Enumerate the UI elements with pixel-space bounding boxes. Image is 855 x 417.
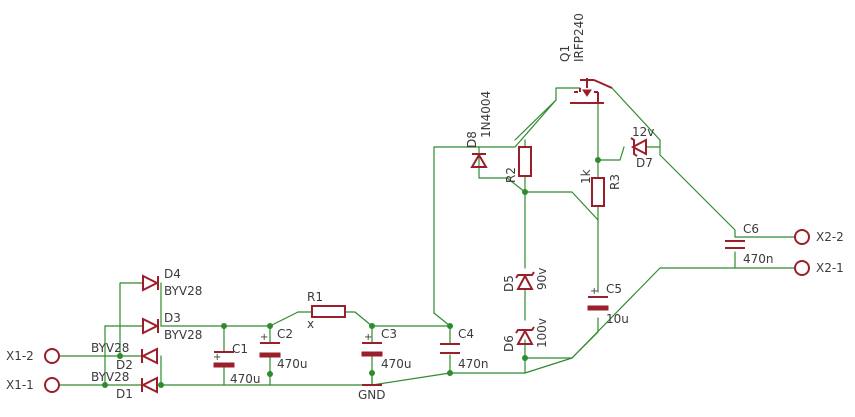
svg-text:D4: D4: [164, 267, 181, 281]
capacitor-c1: + C1 470u: [213, 342, 261, 386]
svg-text:+: +: [590, 286, 598, 297]
resistor-r2: R2: [504, 146, 532, 183]
mosfet-q1: Q1 IRFP240: [558, 13, 613, 104]
diode-d3: D3 BYV28: [142, 311, 202, 342]
svg-text:R1: R1: [307, 290, 323, 304]
svg-text:R2: R2: [504, 167, 518, 183]
svg-text:C5: C5: [606, 282, 622, 296]
svg-text:C1: C1: [232, 342, 248, 356]
junctions: [102, 157, 601, 388]
svg-text:D8: D8: [465, 131, 479, 148]
svg-text:x: x: [307, 317, 314, 331]
connector-x1-2[interactable]: X1-2: [6, 348, 60, 364]
svg-text:BYV28: BYV28: [164, 284, 202, 298]
svg-text:470u: 470u: [230, 372, 261, 386]
ground-symbol: GND: [358, 384, 386, 402]
capacitor-c5: + C5 10u: [587, 282, 629, 326]
zener-d6: D6 100v: [502, 318, 549, 352]
svg-text:IRFP240: IRFP240: [572, 13, 586, 62]
wires: [59, 87, 796, 386]
svg-text:D5: D5: [502, 275, 516, 292]
svg-text:Q1: Q1: [558, 45, 572, 62]
svg-text:+: +: [260, 332, 268, 343]
svg-text:R3: R3: [608, 174, 622, 190]
svg-text:X1-2: X1-2: [6, 349, 34, 363]
svg-text:BYV28: BYV28: [91, 370, 129, 384]
connector-x2-1[interactable]: X2-1: [794, 260, 844, 276]
svg-text:12v: 12v: [632, 125, 654, 139]
svg-text:X2-2: X2-2: [816, 230, 844, 244]
svg-text:10u: 10u: [606, 312, 629, 326]
svg-text:X2-1: X2-1: [816, 261, 844, 275]
diode-d1: BYV28 D1: [91, 370, 158, 401]
zener-d5: D5 90v: [502, 268, 549, 292]
svg-text:BYV28: BYV28: [164, 328, 202, 342]
svg-text:470n: 470n: [458, 357, 489, 371]
capacitor-c2: + C2 470u: [259, 327, 308, 371]
zener-d7: 12v D7: [630, 125, 654, 170]
svg-text:C2: C2: [277, 327, 293, 341]
resistor-r1: R1 x: [307, 290, 346, 331]
svg-text:D6: D6: [502, 335, 516, 352]
svg-text:90v: 90v: [535, 268, 549, 290]
svg-text:C6: C6: [743, 222, 759, 236]
svg-text:470n: 470n: [743, 252, 774, 266]
svg-text:470u: 470u: [381, 357, 412, 371]
svg-text:D2: D2: [116, 358, 133, 372]
capacitor-c3: + C3 470u: [361, 327, 412, 371]
capacitor-c4: C4 470n: [440, 327, 489, 371]
svg-text:1N4004: 1N4004: [479, 91, 493, 138]
svg-text:GND: GND: [358, 388, 386, 402]
diode-d2: BYV28 D2: [91, 341, 158, 372]
svg-text:BYV28: BYV28: [91, 341, 129, 355]
svg-text:C3: C3: [381, 327, 397, 341]
svg-text:+: +: [364, 332, 372, 343]
svg-text:D3: D3: [164, 311, 181, 325]
svg-text:C4: C4: [458, 327, 474, 341]
svg-text:100v: 100v: [535, 318, 549, 348]
svg-text:D1: D1: [116, 387, 133, 401]
resistor-r3: R3 1k: [579, 169, 622, 207]
svg-text:470u: 470u: [277, 357, 308, 371]
svg-text:D7: D7: [636, 156, 653, 170]
diode-d8: D8 1N4004: [465, 91, 493, 168]
connector-x2-2[interactable]: X2-2: [794, 229, 844, 245]
connector-x1-1[interactable]: X1-1: [6, 377, 60, 393]
diode-d4: D4 BYV28: [142, 267, 202, 298]
svg-text:1k: 1k: [579, 169, 593, 184]
svg-text:X1-1: X1-1: [6, 378, 34, 392]
capacitor-c6: C6 470n: [725, 222, 774, 266]
svg-text:+: +: [213, 352, 221, 363]
